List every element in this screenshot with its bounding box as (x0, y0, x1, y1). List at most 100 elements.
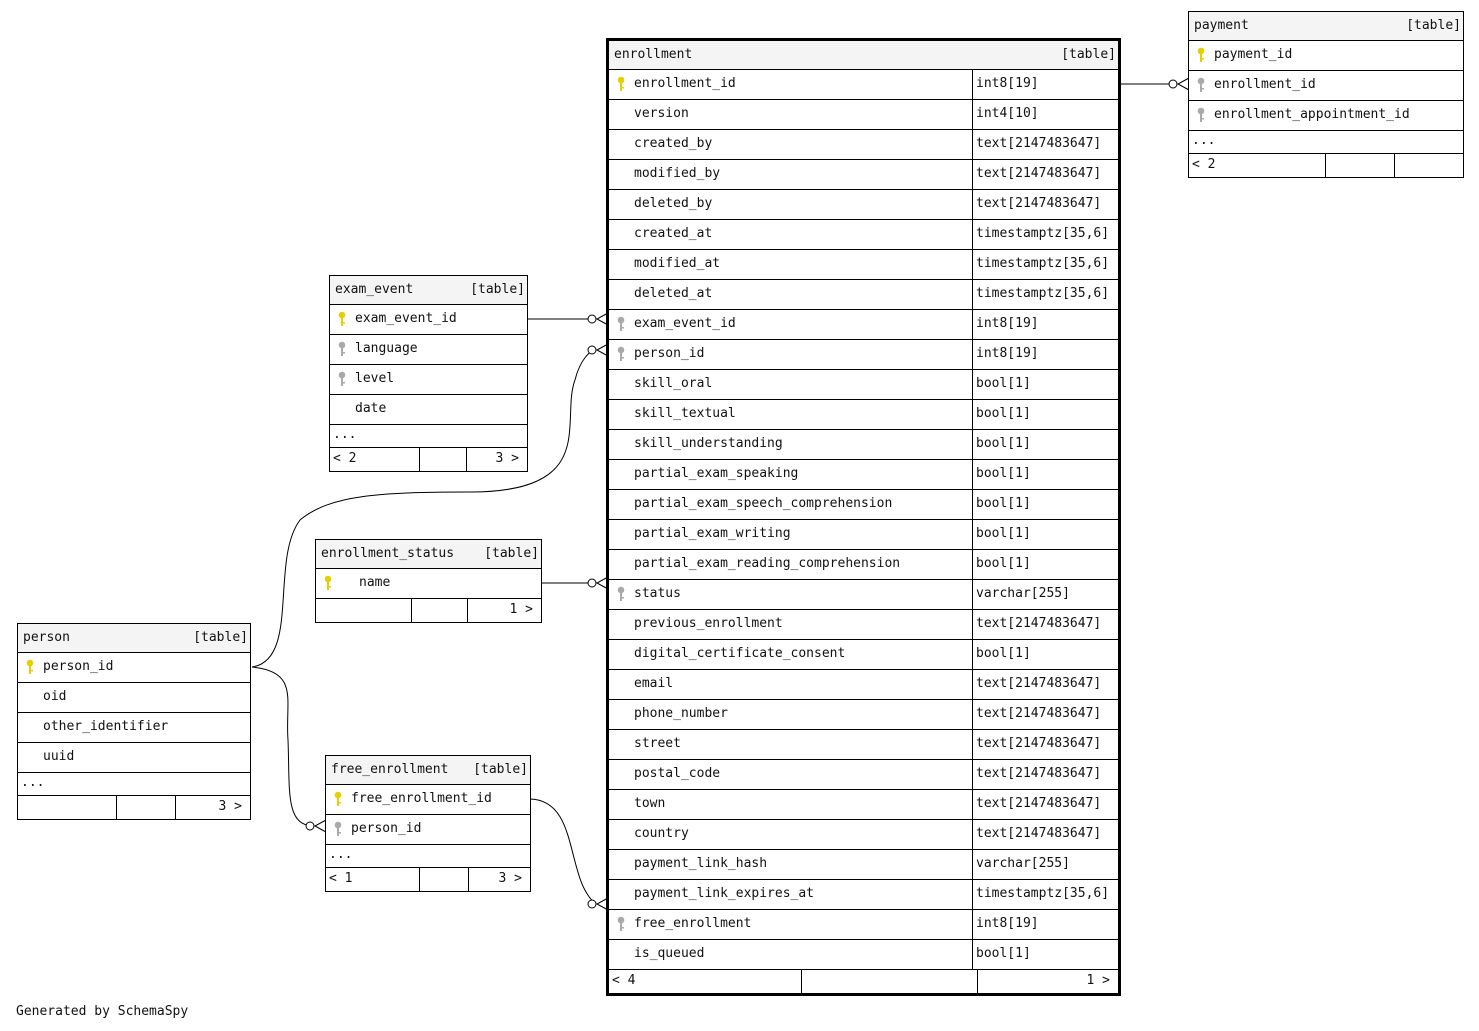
table-footer: 1 > (316, 599, 541, 622)
column-row[interactable]: uuid (18, 743, 250, 773)
table-enrollment-status[interactable]: enrollment_status [table] name 1 > (315, 539, 542, 623)
foreign-key-icon (616, 316, 626, 332)
column-name: level (355, 371, 395, 386)
column-name: enrollment_appointment_id (1214, 107, 1410, 122)
column-name: person_id (351, 821, 422, 836)
foreign-key-icon (1196, 77, 1206, 93)
table-footer: < 2 (1189, 154, 1463, 177)
table-name: person (23, 630, 70, 645)
outgoing-count[interactable]: 1 > (1086, 973, 1110, 988)
column-row[interactable]: other_identifier (18, 713, 250, 743)
column-name: town (634, 796, 666, 811)
column-row[interactable]: enrollment_id (1189, 71, 1463, 101)
table-header: exam_event [table] (330, 276, 527, 305)
column-type: text[2147483647] (972, 190, 1118, 219)
column-type: int8[19] (972, 910, 1118, 939)
column-name: digital_certificate_consent (634, 646, 846, 661)
table-header: person [table] (18, 624, 250, 653)
relation-free-enrollment-enrollment (529, 798, 597, 905)
column-row[interactable]: exam_event_id (330, 305, 527, 335)
column-type: bool[1] (972, 520, 1118, 549)
foreign-key-icon (337, 371, 347, 387)
column-type: text[2147483647] (972, 130, 1118, 159)
column-name: skill_textual (634, 406, 736, 421)
column-row[interactable]: person_id (326, 815, 530, 845)
table-kind: [table] (1061, 47, 1116, 62)
primary-key-icon (25, 659, 35, 675)
column-row[interactable]: name (316, 569, 541, 599)
incoming-count[interactable]: < 2 (1192, 157, 1216, 172)
column-type: text[2147483647] (972, 760, 1118, 789)
column-type: timestamptz[35,6] (972, 880, 1118, 909)
incoming-count[interactable]: < 1 (329, 871, 353, 886)
table-free-enrollment[interactable]: free_enrollment [table] free_enrollment_… (325, 755, 531, 892)
outgoing-count[interactable]: 1 > (509, 602, 533, 617)
outgoing-count[interactable]: 3 > (495, 451, 519, 466)
column-name: person_id (43, 659, 114, 674)
foreign-key-icon (333, 821, 343, 837)
column-type: int8[19] (972, 70, 1118, 99)
incoming-count[interactable]: < 2 (333, 451, 357, 466)
column-row[interactable]: payment_id (1189, 41, 1463, 71)
column-name: name (359, 575, 391, 590)
column-row[interactable]: date (330, 395, 527, 425)
column-name: status (634, 586, 681, 601)
primary-key-icon (333, 791, 343, 807)
column-row[interactable]: level (330, 365, 527, 395)
table-kind: [table] (193, 630, 248, 645)
incoming-count[interactable]: < 4 (612, 973, 636, 988)
outgoing-count[interactable]: 3 > (498, 871, 522, 886)
column-name: is_queued (634, 946, 705, 961)
column-name: date (355, 401, 387, 416)
column-name: payment_link_hash (634, 856, 768, 871)
more-columns: ... (330, 425, 527, 448)
column-row[interactable]: language (330, 335, 527, 365)
column-row[interactable]: oid (18, 683, 250, 713)
column-type: timestamptz[35,6] (972, 280, 1118, 309)
column-row[interactable]: free_enrollment_id (326, 785, 530, 815)
column-name: country (634, 826, 689, 841)
column-name: exam_event_id (634, 316, 736, 331)
column-row[interactable]: deleted_by text[2147483647] (609, 190, 1118, 220)
column-row[interactable]: person_id (18, 653, 250, 683)
outgoing-count[interactable]: 3 > (218, 799, 242, 814)
column-name: deleted_by (634, 196, 713, 211)
column-name: email (634, 676, 674, 691)
column-row[interactable]: enrollment_appointment_id (1189, 101, 1463, 131)
table-name: free_enrollment (331, 762, 449, 777)
